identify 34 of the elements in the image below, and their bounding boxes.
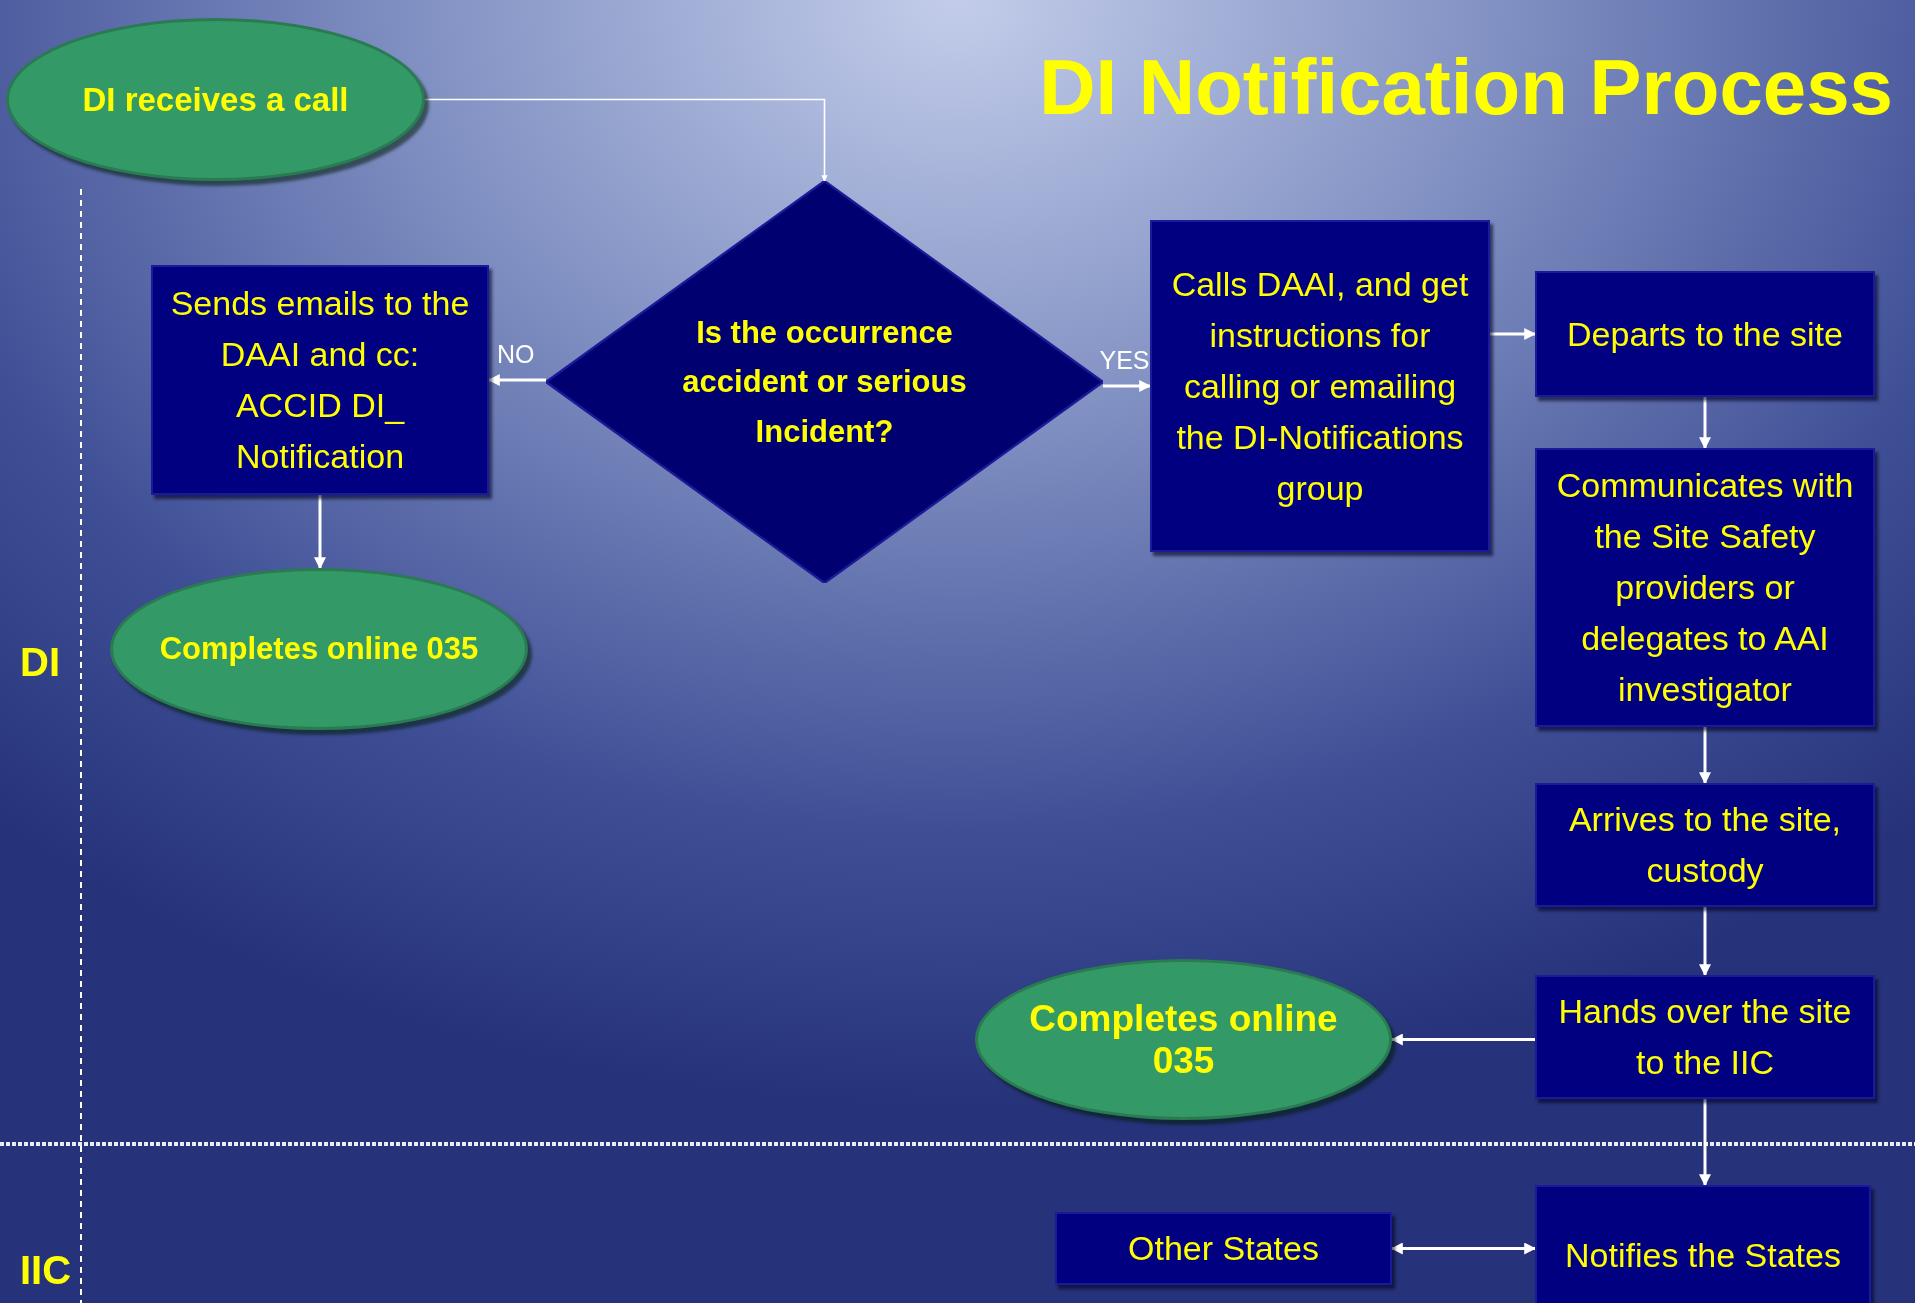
- terminal-text: Completes online 035: [159, 631, 479, 667]
- process-box: [151, 265, 489, 495]
- arrow: [1699, 907, 1711, 977]
- process-box: [1535, 975, 1875, 1099]
- process-text: Calls DAAI, and get instructions for calling or emailing the DI-Notifications group: [1170, 263, 1470, 509]
- process-text: Sends emails to the DAAI and cc: ACCID DI_ Notification: [169, 283, 471, 477]
- process-box: [1535, 448, 1875, 727]
- arrow: [1699, 397, 1711, 450]
- arrow: [424, 98, 828, 182]
- process-text: Departs to the site: [1567, 313, 1843, 355]
- process-box: [1535, 271, 1875, 397]
- process-text: Other States: [1128, 1228, 1319, 1269]
- process-text: Arrives to the site, custody: [1567, 799, 1843, 891]
- process-box: [1150, 220, 1490, 552]
- arrow: [314, 495, 326, 570]
- terminal-text: DI receives a call: [82, 80, 349, 119]
- edge-label: NO: [496, 340, 536, 369]
- arrow: [1103, 380, 1152, 392]
- process-box: [1535, 783, 1875, 907]
- process-text: Notifies the States: [1565, 1234, 1841, 1276]
- swimlane-label: IIC: [20, 1248, 72, 1293]
- swimlane-label: DI: [20, 640, 60, 685]
- arrow: [1390, 1033, 1535, 1046]
- arrow: [1699, 1099, 1711, 1187]
- decision-text: Is the occurrence accident or serious Incident?: [681, 313, 968, 451]
- terminal-text: Completes online 035: [1028, 997, 1339, 1082]
- process-box: [1535, 1185, 1871, 1303]
- diagram-title: DI Notification Process: [1039, 42, 1893, 133]
- edge-label: YES: [1098, 346, 1151, 375]
- process-text: Communicates with the Site Safety providers or delegates to AAI investigator: [1555, 465, 1855, 710]
- arrow: [1490, 328, 1537, 340]
- process-text: Hands over the site to the IIC: [1557, 991, 1853, 1083]
- arrow: [1699, 727, 1711, 785]
- process-box: [1055, 1212, 1392, 1285]
